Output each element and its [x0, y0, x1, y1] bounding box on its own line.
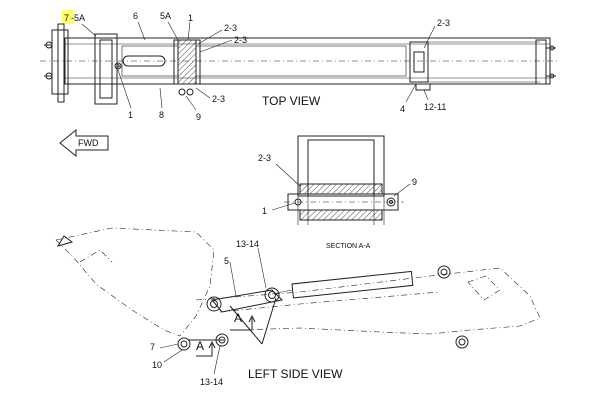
callout-2-3-b: 2-3: [234, 35, 247, 45]
section-callout-9: 9: [412, 177, 417, 187]
side-callout-7: 7: [150, 342, 155, 352]
callout-2-3-right: 2-3: [437, 18, 450, 28]
top-view: 7 -5A 6 5A 1 2-3 2-3 2-3 1 8 9 2-3 4 12-…: [40, 10, 560, 122]
callout-8: 8: [159, 110, 164, 120]
callout-12-11: 12-11: [424, 102, 446, 112]
side-callout-10: 10: [152, 360, 162, 370]
callout-9: 9: [196, 112, 201, 122]
side-section-a-upper: A: [234, 311, 242, 325]
callout-highlight: [62, 10, 74, 24]
side-callout-13-14-bottom: 13-14: [200, 377, 223, 387]
section-callout-2-3: 2-3: [258, 153, 271, 163]
fwd-arrow: FWD: [59, 128, 109, 158]
callout-2-3-a: 2-3: [224, 23, 237, 33]
callout-4: 4: [400, 104, 405, 114]
left-side-view-label: LEFT SIDE VIEW: [248, 367, 343, 381]
section-callout-1: 1: [262, 206, 267, 216]
section-label: SECTION A-A: [326, 243, 371, 250]
callout-5a: 5A: [160, 11, 171, 21]
callout-7: 7: [64, 13, 69, 23]
callout-2-3-c: 2-3: [212, 94, 225, 104]
callout-5a-left: -5A: [71, 13, 85, 23]
side-callout-5: 5: [224, 256, 229, 266]
side-callout-13-14-top: 13-14: [236, 239, 259, 249]
section-a-a: 2-3 9 1 SECTION A-A: [258, 135, 417, 250]
callout-1-bottom: 1: [128, 110, 133, 120]
top-view-label: TOP VIEW: [262, 94, 321, 108]
fwd-label: FWD: [78, 138, 99, 148]
callout-6: 6: [133, 11, 138, 21]
callout-1-top: 1: [188, 13, 193, 23]
side-section-a-lower: A: [196, 339, 204, 353]
left-side-view: 13-14 5 A A 7 10 13-14 LEFT SIDE VIEW: [55, 227, 541, 387]
